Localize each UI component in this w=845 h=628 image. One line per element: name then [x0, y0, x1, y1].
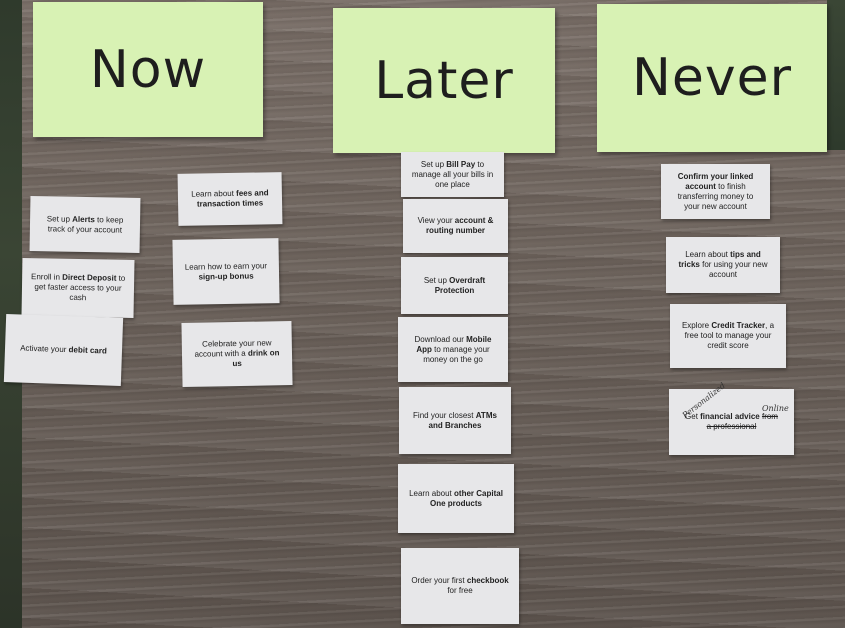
- header-never: Never: [597, 4, 827, 152]
- card-signup-bonus: Learn how to earn your sign-up bonus: [172, 238, 280, 305]
- card-debit-card: Activate your debit card: [3, 313, 124, 387]
- card-drink: Celebrate your new account with a drink …: [181, 321, 293, 387]
- card-mobile-app: Download our Mobile App to manage your m…: [398, 317, 508, 382]
- card-direct-deposit: Enroll in Direct Deposit to get faster a…: [21, 258, 135, 318]
- card-tips-tricks: Learn about tips and tricks for using yo…: [666, 237, 780, 293]
- card-overdraft: Set up Overdraft Protection: [401, 257, 508, 314]
- annotation-online: Online: [762, 404, 789, 413]
- header-now: Now: [33, 2, 263, 137]
- card-checkbook: Order your first checkbook for free: [401, 548, 519, 624]
- card-atms: Find your closest ATMs and Branches: [399, 387, 511, 454]
- carpet-edge-right: [827, 0, 845, 150]
- card-linked-account: Confirm your linked account to finish tr…: [661, 164, 770, 219]
- card-routing-number: View your account & routing number: [403, 199, 508, 253]
- card-fees: Learn about fees and transaction times: [177, 172, 283, 226]
- header-later: Later: [333, 8, 555, 153]
- card-bill-pay: Set up Bill Pay to manage all your bills…: [401, 152, 504, 197]
- card-credit-tracker: Explore Credit Tracker, a free tool to m…: [670, 304, 786, 368]
- card-alerts: Set up Alerts to keep track of your acco…: [29, 196, 141, 253]
- card-other-products: Learn about other Capital One products: [398, 464, 514, 533]
